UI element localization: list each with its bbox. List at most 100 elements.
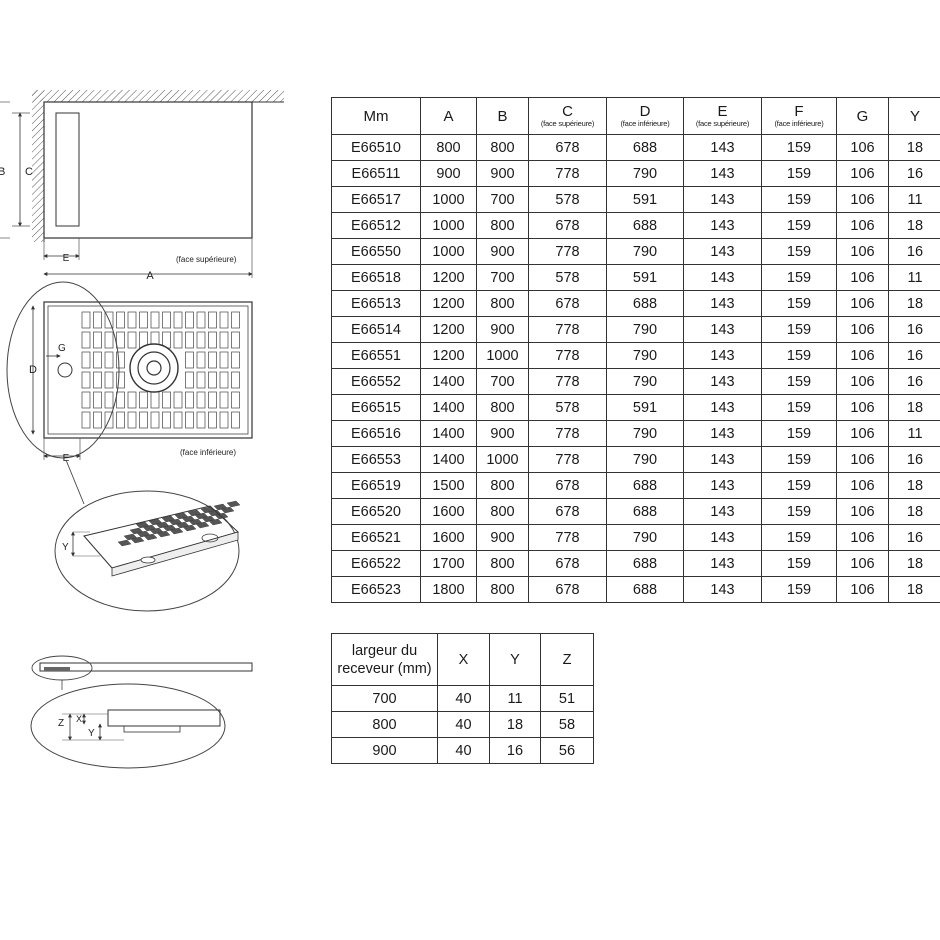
table-cell: 1200 — [420, 342, 477, 369]
table-cell: E66553 — [331, 446, 421, 473]
table-cell: 778 — [528, 238, 607, 265]
table-cell: 778 — [528, 316, 607, 343]
table-cell: 106 — [836, 550, 889, 577]
table-cell: 688 — [606, 576, 684, 603]
table-cell: 143 — [683, 212, 762, 239]
table-cell: 143 — [683, 498, 762, 525]
column-header: A — [420, 97, 477, 135]
table-cell: 678 — [528, 498, 607, 525]
table-cell: 143 — [683, 342, 762, 369]
column-header: Y — [489, 633, 541, 686]
table-cell: 1600 — [420, 524, 477, 551]
table-cell: 40 — [437, 685, 490, 712]
face-inferieure-label: (face inférieure) — [180, 448, 236, 457]
label-b: B — [0, 166, 5, 178]
table-cell: 106 — [836, 368, 889, 395]
table-cell: 1200 — [420, 316, 477, 343]
table-cell: 688 — [606, 550, 684, 577]
table-cell: 159 — [761, 550, 837, 577]
table-cell: 143 — [683, 420, 762, 447]
table-cell: 143 — [683, 160, 762, 187]
column-header: Y — [888, 97, 940, 135]
table-cell: 16 — [489, 737, 541, 764]
table-cell: 800 — [476, 472, 529, 499]
table-cell: E66516 — [331, 420, 421, 447]
table-cell: 159 — [761, 134, 837, 161]
table-cell: 1000 — [476, 446, 529, 473]
table-cell: 678 — [528, 550, 607, 577]
table-cell: 16 — [888, 368, 940, 395]
table-cell: 106 — [836, 576, 889, 603]
table-cell: 40 — [437, 737, 490, 764]
table-cell: 106 — [836, 290, 889, 317]
label-y-profile: Y — [88, 728, 95, 739]
table-cell: 159 — [761, 264, 837, 291]
table-cell: 159 — [761, 368, 837, 395]
table-cell: 106 — [836, 134, 889, 161]
table-cell: 578 — [528, 394, 607, 421]
table-cell: 778 — [528, 160, 607, 187]
label-y-detail: Y — [62, 542, 69, 553]
table-cell: 16 — [888, 160, 940, 187]
table-cell: 106 — [836, 212, 889, 239]
table-cell: 578 — [528, 186, 607, 213]
column-header-label: E — [717, 103, 728, 120]
table-cell: 688 — [606, 290, 684, 317]
table-cell: 16 — [888, 238, 940, 265]
table-cell: 790 — [606, 238, 684, 265]
column-header-sublabel: (face supérieure) — [695, 119, 750, 128]
table-cell: 18 — [888, 498, 940, 525]
label-d: D — [29, 364, 37, 376]
column-header: G — [836, 97, 889, 135]
table-cell: 40 — [437, 711, 490, 738]
table-cell: E66551 — [331, 342, 421, 369]
table-cell: 800 — [476, 576, 529, 603]
table-cell: E66515 — [331, 394, 421, 421]
table-cell: 159 — [761, 576, 837, 603]
table-cell: 18 — [888, 472, 940, 499]
table-cell: 778 — [528, 446, 607, 473]
label-x: X — [76, 714, 82, 724]
table-cell: E66518 — [331, 264, 421, 291]
column-header: X — [437, 633, 490, 686]
table-cell: E66520 — [331, 498, 421, 525]
table-cell: 18 — [888, 576, 940, 603]
table-cell: 1000 — [420, 238, 477, 265]
table-cell: 1400 — [420, 368, 477, 395]
table-cell: 11 — [888, 186, 940, 213]
table-cell: 159 — [761, 316, 837, 343]
table-cell: 800 — [331, 711, 438, 738]
table-cell: 143 — [683, 550, 762, 577]
table-cell: 900 — [476, 238, 529, 265]
table-cell: E66519 — [331, 472, 421, 499]
table-cell: 591 — [606, 186, 684, 213]
table-cell: 900 — [420, 160, 477, 187]
table-cell: 1600 — [420, 498, 477, 525]
column-header-label: F — [794, 103, 804, 120]
table-cell: 159 — [761, 472, 837, 499]
label-a: A — [146, 270, 154, 282]
label-g: G — [58, 343, 66, 354]
table-cell: 688 — [606, 134, 684, 161]
table-cell: 143 — [683, 576, 762, 603]
table-cell: E66550 — [331, 238, 421, 265]
table-cell: 790 — [606, 316, 684, 343]
column-header: F(face inférieure) — [761, 97, 837, 135]
table-cell: E66511 — [331, 160, 421, 187]
table-cell: 143 — [683, 394, 762, 421]
table-cell: 18 — [489, 711, 541, 738]
table-cell: 106 — [836, 160, 889, 187]
table-cell: 678 — [528, 472, 607, 499]
table-cell: 591 — [606, 264, 684, 291]
table-cell: 678 — [528, 212, 607, 239]
table-cell: 159 — [761, 446, 837, 473]
top-view-drawing: B C E A (face supérieure) — [0, 90, 284, 282]
